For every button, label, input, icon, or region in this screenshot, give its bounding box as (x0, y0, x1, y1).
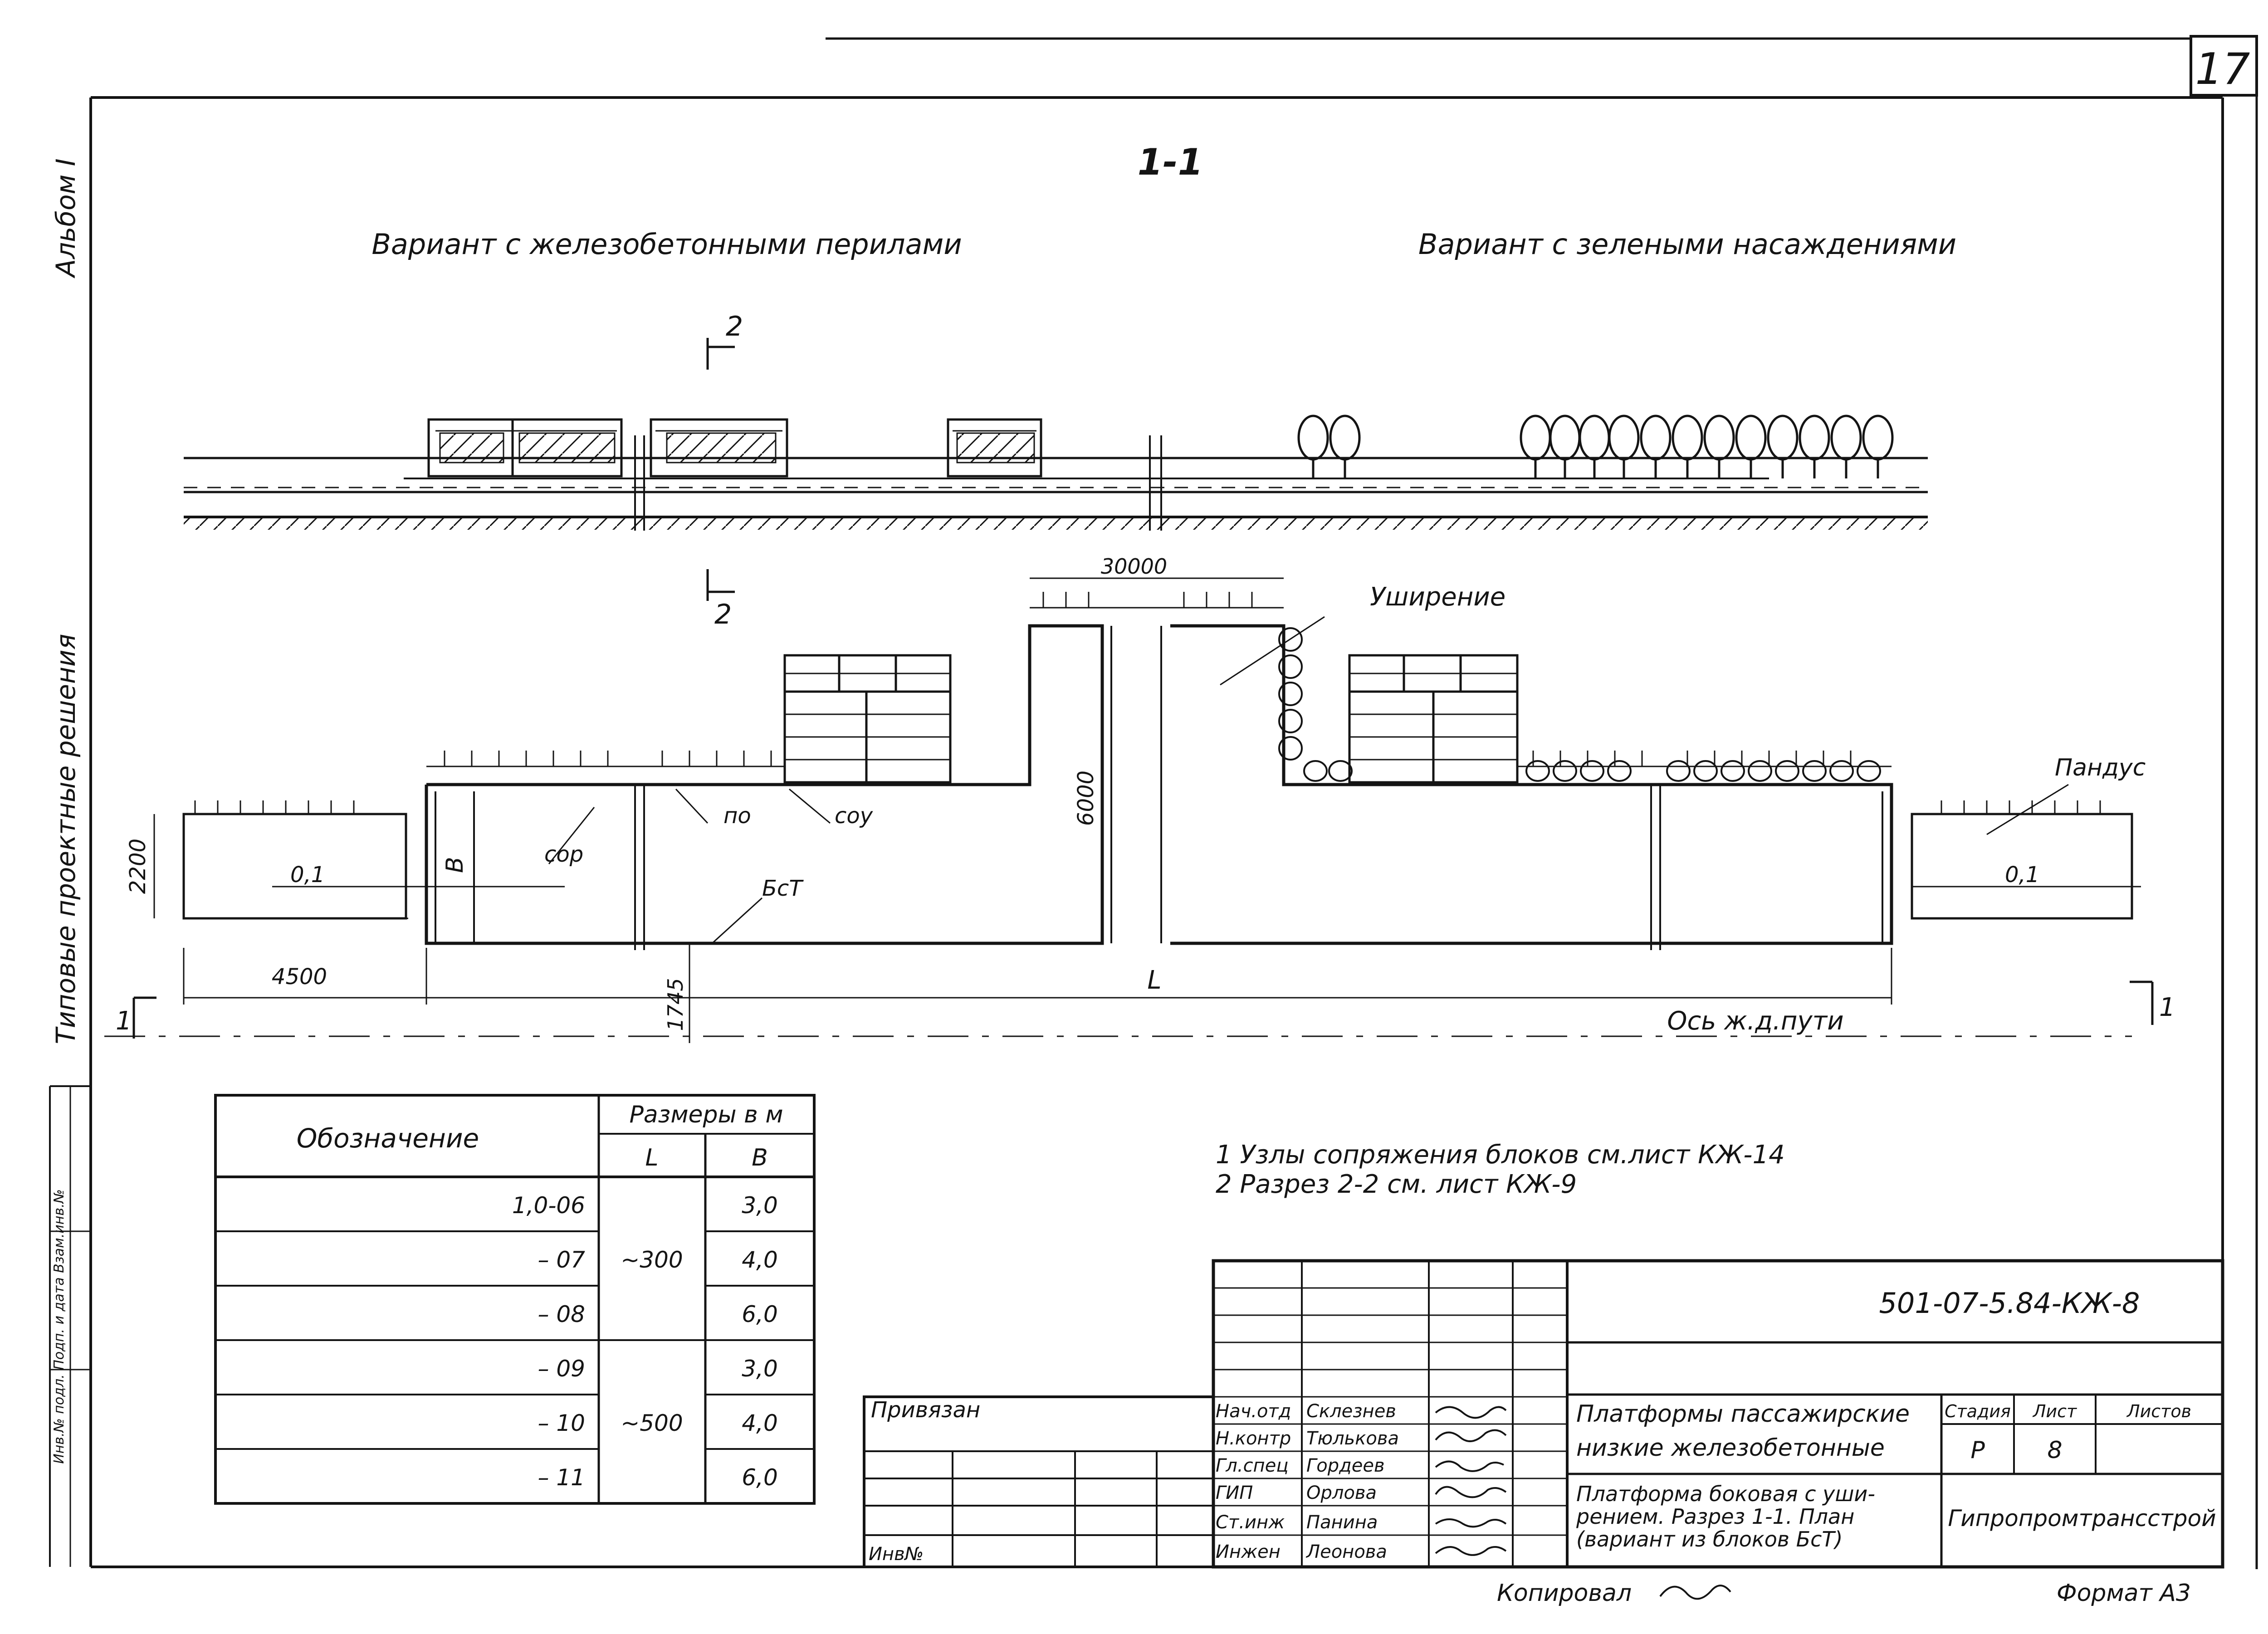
role-label: Н.контр (1216, 1428, 1291, 1449)
dim-4500: 4500 (272, 964, 327, 990)
sheet-number: 17 (2195, 44, 2250, 94)
table-row-designation: – 09 (538, 1356, 585, 1382)
role-label: ГИП (1216, 1483, 1253, 1503)
role-label: Гл.спец (1216, 1455, 1289, 1476)
table-header-sizes: Размеры в м (629, 1101, 783, 1128)
table-row-B: 6,0 (742, 1464, 778, 1491)
label-cou: соу (835, 803, 873, 829)
note-2: 2 Разрез 2-2 см. лист КЖ-9 (1216, 1170, 1577, 1199)
section-marker-left: 1 (116, 1006, 132, 1036)
role-label: Нач.отд (1216, 1401, 1291, 1422)
variant-left-title: Вариант с железобетонными перилами (371, 228, 962, 261)
dim-B: B (441, 857, 469, 873)
signature-scribbles (1435, 1406, 1507, 1556)
cut-marker-top-label: 2 (726, 311, 743, 342)
series-label: Типовые проектные решения (50, 634, 81, 1044)
railing-panels (427, 418, 1042, 478)
subtitle-line-1: Платформа боковая с уши- (1576, 1482, 1875, 1506)
privyazan-label: Привязан (871, 1397, 980, 1423)
slope-right: 0,1 (2005, 862, 2039, 888)
dim-L: L (1147, 966, 1161, 995)
section-elevation (184, 415, 1928, 531)
stamp-label: Инв.№ подл. Подп. и дата Взам.инв.№ (51, 1189, 67, 1463)
cut-marker-2-2 (706, 338, 735, 601)
tree-icons (1297, 415, 1894, 478)
axis-label: Ось ж.д.пути (1667, 1006, 1843, 1036)
copied-signature (1659, 1585, 1731, 1600)
note-1: 1 Узлы сопряжения блоков см.лист КЖ-14 (1216, 1140, 1785, 1170)
organization: Гипропромтрансстрой (1948, 1505, 2216, 1532)
table-row-B: 4,0 (742, 1247, 778, 1273)
label-bst: БсТ (762, 876, 804, 901)
table-row-designation: – 11 (538, 1464, 585, 1491)
name-label: Орлова (1306, 1483, 1377, 1503)
name-label: Панина (1306, 1512, 1378, 1533)
section-arrows (132, 980, 2154, 1039)
sizes-table (214, 1094, 816, 1505)
album-label: Альбом I (50, 158, 81, 278)
slope-left: 0,1 (290, 862, 325, 888)
cut-marker-bottom-label: 2 (714, 599, 732, 630)
bench-block-right (1348, 654, 1519, 784)
stage-value: Р (1970, 1437, 1985, 1464)
table-row-designation: 1,0-06 (512, 1192, 585, 1219)
name-label: Тюлькова (1306, 1428, 1399, 1449)
sheet-header: Лист (2032, 1401, 2077, 1421)
name-label: Склезнев (1306, 1401, 1396, 1422)
table-header-B: В (752, 1144, 768, 1171)
role-label: Инжен (1216, 1541, 1281, 1562)
label-widening: Уширение (1370, 582, 1505, 612)
section-title: 1-1 (1138, 141, 1203, 183)
format-label: Формат А3 (2057, 1580, 2191, 1607)
dim-1745: 1745 (663, 978, 688, 1031)
side-labels: Альбом I Типовые проектные решения Инв.№… (49, 158, 91, 1567)
variant-right-title: Вариант с зелеными насаждениями (1418, 228, 1956, 261)
bench-block-left (783, 654, 952, 784)
dimension-lines (104, 577, 2132, 1043)
role-label: Ст.инж (1216, 1512, 1285, 1533)
sheet-value: 8 (2047, 1437, 2062, 1464)
table-row-designation: – 07 (538, 1247, 585, 1273)
planter-stones (1278, 627, 1881, 782)
table-row-designation: – 10 (538, 1410, 585, 1436)
table-row-B: 3,0 (742, 1192, 778, 1219)
signature-rows: Нач.отд Н.контр Гл.спец ГИП Ст.инж Инжен… (1216, 1401, 1399, 1562)
inv-label: Инв№ (869, 1544, 924, 1565)
table-rows: 1,0-06 – 07 – 08 – 09 – 10 – 11 3,0 4,0 … (512, 1192, 778, 1491)
table-row-B: 6,0 (742, 1301, 778, 1327)
subtitle-line-2: рением. Разрез 1-1. План (1576, 1504, 1854, 1529)
title-line-2: низкие железобетонные (1576, 1434, 1885, 1462)
label-po: по (723, 803, 751, 829)
dim-30000: 30000 (1101, 554, 1167, 579)
stage-header: Стадия (1945, 1401, 2011, 1421)
table-header-designation: Обозначение (297, 1123, 479, 1154)
dim-6000: 6000 (1073, 771, 1099, 826)
title-line-1: Платформы пассажирские (1576, 1400, 1910, 1428)
document-code: 501-07-5.84-КЖ-8 (1879, 1287, 2140, 1320)
sheets-header: Листов (2126, 1401, 2191, 1421)
dim-2200: 2200 (125, 839, 151, 894)
table-header-L: L (645, 1144, 659, 1171)
subtitle-line-3: (вариант из блоков БсТ) (1576, 1527, 1843, 1551)
label-ramp: Пандус (2055, 754, 2146, 781)
title-block (863, 1259, 2224, 1569)
platform-plan (182, 592, 2141, 950)
table-L-group-1: ~300 (621, 1247, 683, 1273)
name-label: Леонова (1305, 1541, 1387, 1562)
name-label: Гордеев (1306, 1455, 1385, 1476)
ground-hatching (184, 592, 2132, 919)
copied-label: Копировал (1497, 1580, 1632, 1607)
table-row-B: 4,0 (742, 1410, 778, 1436)
table-L-group-2: ~500 (621, 1410, 683, 1436)
label-cop: сор (544, 842, 583, 867)
table-row-B: 3,0 (742, 1356, 778, 1382)
table-row-designation: – 08 (538, 1301, 585, 1327)
section-marker-right: 1 (2159, 993, 2175, 1022)
